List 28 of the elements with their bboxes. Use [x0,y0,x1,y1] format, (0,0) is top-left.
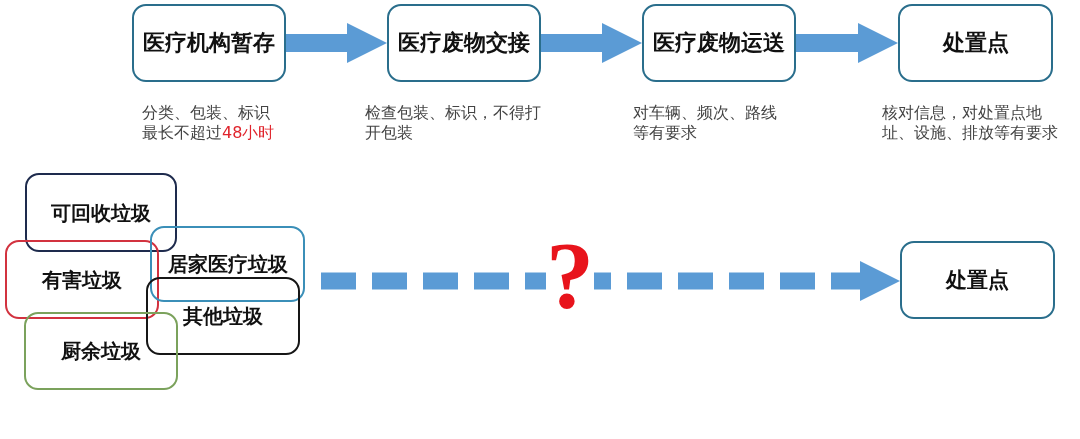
process-box [387,4,541,82]
step-note: 最长不超过48小时 [142,123,275,143]
box-label: 有害垃圾 [42,269,122,290]
category-box [24,312,178,390]
block-arrow [796,23,898,63]
category-box [146,277,300,355]
step-note: 对车辆、频次、路线等有要求 [633,103,778,143]
box-label: 医疗机构暂存 [143,32,275,54]
box-label: 处置点 [942,32,1009,54]
box-label: 医疗废物运送 [653,32,785,54]
category-box [150,226,305,302]
box-label: 居家医疗垃圾 [167,254,288,274]
process-box [900,241,1055,319]
step-note: 核对信息，对处置点地址、设施、排放等有要求 [882,103,1059,143]
box-label: 医疗废物交接 [398,32,530,54]
step-note: 检查包装、标识，不得打开包装 [365,103,542,143]
box-label: 厨余垃圾 [61,341,141,361]
box-label: 其他垃圾 [183,306,263,326]
box-label: 处置点 [946,269,1009,291]
process-box [898,4,1053,82]
step-note: 分类、包装、标识 [142,103,271,123]
category-box [25,173,177,252]
category-box [5,240,159,319]
process-box [642,4,796,82]
block-arrow [286,23,387,63]
block-arrow [541,23,642,63]
process-box [132,4,286,82]
box-label: 可回收垃圾 [51,202,151,223]
